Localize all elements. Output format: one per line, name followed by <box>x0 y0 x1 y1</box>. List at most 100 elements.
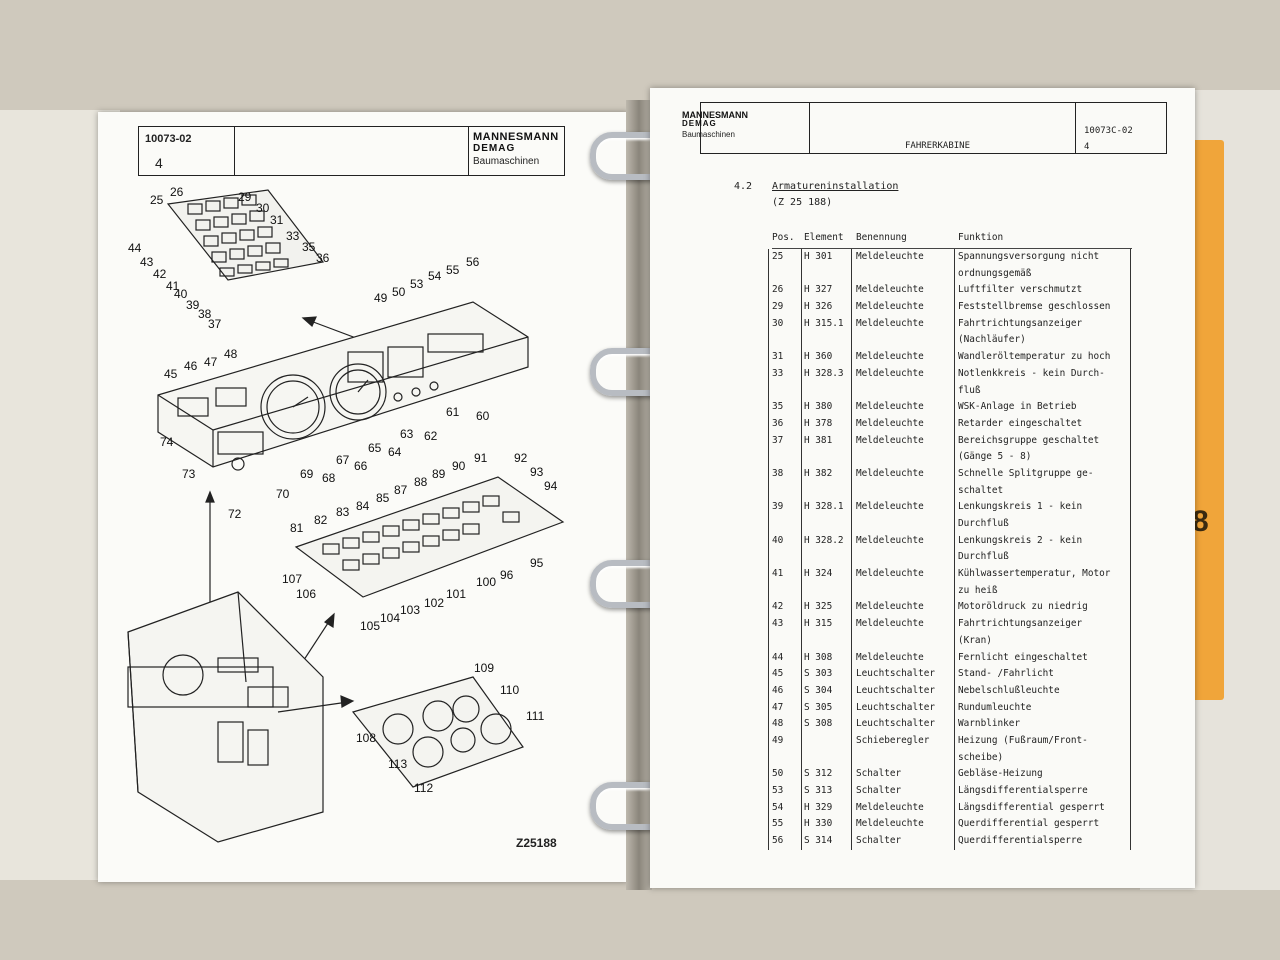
column-rule <box>768 766 769 783</box>
cell-element: H 315.1 <box>804 317 844 329</box>
column-rule <box>768 716 769 733</box>
column-rule <box>851 833 852 850</box>
table-row: (Nachläufer) <box>768 332 1132 350</box>
svg-text:101: 101 <box>446 587 466 601</box>
subsection-reference: (Z 25 188) <box>772 197 833 208</box>
svg-text:104: 104 <box>380 611 400 625</box>
svg-text:47: 47 <box>204 355 218 369</box>
svg-text:84: 84 <box>356 499 370 513</box>
cell-element: H 328.3 <box>804 367 844 379</box>
column-rule <box>1130 465 1131 483</box>
column-rule <box>801 666 802 683</box>
svg-text:54: 54 <box>428 269 442 283</box>
svg-text:60: 60 <box>476 409 490 423</box>
column-rule <box>801 399 802 416</box>
cell-function: Lenkungskreis 1 - kein <box>958 501 1083 513</box>
cell-function: schaltet <box>958 484 1004 496</box>
column-rule <box>851 749 852 767</box>
column-rule <box>1130 799 1131 817</box>
cell-pos: 54 <box>772 801 784 813</box>
column-rule <box>801 649 802 667</box>
column-rule <box>1130 666 1131 683</box>
column-rule <box>801 549 802 567</box>
column-rule <box>768 732 769 750</box>
column-rule <box>801 716 802 733</box>
column-rule <box>954 282 955 300</box>
column-rule <box>851 799 852 817</box>
subsection-title: Armatureninstallation <box>772 181 899 192</box>
column-rule <box>768 265 769 283</box>
column-rule <box>801 749 802 767</box>
cell-pos: 44 <box>772 651 784 663</box>
column-rule <box>801 249 802 266</box>
column-rule <box>851 666 852 683</box>
cell-pos: 40 <box>772 534 784 546</box>
column-rule <box>954 716 955 733</box>
cell-element: S 304 <box>804 684 833 696</box>
cell-function: Schnelle Splitgruppe ge- <box>958 467 1094 479</box>
column-rule <box>1130 315 1131 333</box>
svg-text:94: 94 <box>544 479 558 493</box>
column-rule <box>1130 716 1131 733</box>
cell-name: Meldeleuchte <box>856 601 924 613</box>
table-row: fluß <box>768 382 1132 400</box>
cell-pos: 48 <box>772 718 784 730</box>
cell-pos: 46 <box>772 684 784 696</box>
cell-name: Leuchtschalter <box>856 718 936 730</box>
svg-text:72: 72 <box>228 507 242 521</box>
cell-element: H 360 <box>804 351 833 363</box>
column-rule <box>1130 499 1131 516</box>
cell-element: H 301 <box>804 251 833 262</box>
column-rule <box>768 699 769 717</box>
column-rule <box>768 516 769 533</box>
cell-pos: 37 <box>772 434 784 446</box>
svg-text:36: 36 <box>316 251 330 265</box>
column-rule <box>851 499 852 516</box>
table-row: zu heiß <box>768 582 1132 600</box>
cell-pos: 55 <box>772 818 784 830</box>
cell-element: H 326 <box>804 301 833 313</box>
cell-name: Schalter <box>856 768 902 780</box>
column-rule <box>851 432 852 450</box>
svg-text:50: 50 <box>392 285 406 299</box>
cell-function: Längsdifferential gesperrt <box>958 801 1105 813</box>
svg-text:83: 83 <box>336 505 350 519</box>
column-rule <box>801 833 802 850</box>
svg-text:87: 87 <box>394 483 408 497</box>
column-rule <box>768 482 769 500</box>
cell-element: H 324 <box>804 568 833 580</box>
right-header-docno-cell <box>1075 103 1166 153</box>
column-rule <box>851 349 852 366</box>
brand-subname: DEMAG <box>473 143 516 154</box>
cell-name: Meldeleuchte <box>856 534 924 546</box>
svg-text:55: 55 <box>446 263 460 277</box>
column-rule <box>954 816 955 834</box>
column-rule <box>954 749 955 767</box>
column-rule <box>851 732 852 750</box>
column-rule <box>851 332 852 350</box>
cell-function: Spannungsversorgung nicht <box>958 251 1100 262</box>
column-rule <box>954 465 955 483</box>
cell-element: H 380 <box>804 401 833 413</box>
right-brand-division: Baumaschinen <box>682 130 735 139</box>
cell-function: Kühlwassertemperatur, Motor <box>958 568 1111 580</box>
column-rule <box>801 332 802 350</box>
svg-text:110: 110 <box>500 683 519 697</box>
column-rule <box>954 799 955 817</box>
column-rule <box>954 249 955 266</box>
cell-element: H 381 <box>804 434 833 446</box>
cell-name: Meldeleuchte <box>856 351 924 363</box>
column-rule <box>954 482 955 500</box>
column-rule <box>1130 699 1131 717</box>
svg-text:37: 37 <box>208 317 222 331</box>
svg-text:30: 30 <box>256 201 270 215</box>
svg-text:53: 53 <box>410 277 424 291</box>
